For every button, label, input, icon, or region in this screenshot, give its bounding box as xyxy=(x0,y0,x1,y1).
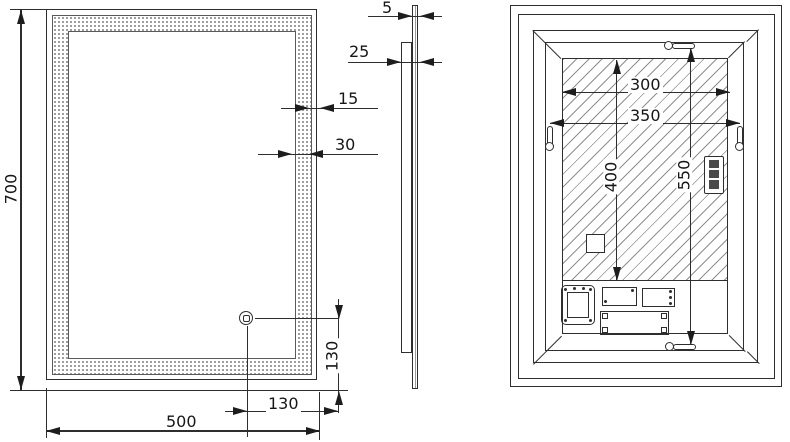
arrowhead xyxy=(613,267,621,281)
screw xyxy=(589,319,592,322)
arrowhead xyxy=(335,391,343,405)
sticker-graphic xyxy=(709,160,719,168)
screw xyxy=(631,289,634,292)
keyhole-hanger-left xyxy=(545,142,554,151)
panel-cutout xyxy=(586,234,605,253)
extension-line xyxy=(46,388,47,438)
sticker-graphic xyxy=(709,180,719,189)
led-driver-1 xyxy=(602,287,637,306)
arrowhead xyxy=(17,376,25,390)
arrowhead xyxy=(306,427,320,435)
arrowhead xyxy=(320,104,334,112)
screw xyxy=(669,296,672,299)
arrowhead xyxy=(562,88,576,96)
arrowhead xyxy=(398,12,412,20)
dim-label-glass-thickness: 5 xyxy=(380,0,395,17)
back-box-profile xyxy=(401,42,412,353)
screw xyxy=(604,300,607,303)
screw xyxy=(582,287,585,290)
dim-label-led-width: 30 xyxy=(333,135,358,154)
junction-box-inner xyxy=(567,292,589,318)
extension-line xyxy=(319,392,320,440)
dim-label-sensor-right: 130 xyxy=(266,394,301,413)
dimension-line-500 xyxy=(46,430,320,432)
mirror-outline xyxy=(46,9,317,380)
arrowhead xyxy=(309,150,323,158)
junction-box xyxy=(561,285,595,325)
keyhole-hanger-right xyxy=(735,142,744,151)
arrowhead xyxy=(613,60,621,74)
extension-line xyxy=(10,390,348,391)
arrowhead xyxy=(46,427,60,435)
back-frame-3 xyxy=(533,30,758,363)
keyhole-hanger-bottom xyxy=(665,342,674,351)
keyhole-hanger-top xyxy=(664,41,673,50)
screw xyxy=(669,290,672,293)
dimension-line-700 xyxy=(20,9,22,391)
sensor-locator-line xyxy=(247,326,248,437)
screw xyxy=(564,319,567,322)
arrowhead xyxy=(687,331,695,345)
screw xyxy=(573,287,576,290)
touch-sensor-inner-square xyxy=(243,315,250,322)
dim-label-hanger-spacing-h: 350 xyxy=(628,106,663,125)
arrowhead xyxy=(278,150,292,158)
dim-label-sensor-bottom: 130 xyxy=(322,338,342,374)
mirror-surface xyxy=(68,31,296,359)
screw xyxy=(589,288,592,291)
arrowhead xyxy=(420,12,434,20)
arrowhead xyxy=(716,88,730,96)
arrowhead xyxy=(295,104,309,112)
driver-mount-tab xyxy=(602,327,608,333)
sensor-locator-line xyxy=(255,318,339,319)
dim-label-led-gap: 15 xyxy=(336,89,361,108)
driver-mount-tab xyxy=(661,313,667,319)
back-frame-outer xyxy=(510,5,782,387)
led-driver-2 xyxy=(642,288,675,307)
led-driver-3 xyxy=(600,311,669,335)
dim-label-height: 700 xyxy=(1,171,21,207)
dim-label-width: 500 xyxy=(164,412,199,431)
arrowhead xyxy=(17,10,25,24)
back-panel-edge xyxy=(562,58,728,334)
sticker-graphic xyxy=(709,170,719,178)
dim-label-hanger-spacing-v: 550 xyxy=(674,157,694,193)
glass-center-line xyxy=(415,6,416,388)
arrowhead xyxy=(335,305,343,319)
back-frame-2 xyxy=(518,14,775,379)
arrowhead xyxy=(726,119,740,127)
driver-mount-tab xyxy=(661,327,667,333)
arrowhead xyxy=(420,58,434,66)
arrowhead xyxy=(687,48,695,62)
dim-label-panel-width: 300 xyxy=(628,75,663,94)
driver-mount-tab xyxy=(602,313,608,319)
dimension-line-550 xyxy=(690,48,691,345)
arrowhead xyxy=(324,407,338,415)
dim-label-panel-height: 400 xyxy=(601,159,621,195)
screw xyxy=(564,288,567,291)
extension-line xyxy=(10,9,47,10)
back-frame-4 xyxy=(545,42,744,351)
arrowhead xyxy=(233,407,247,415)
arrowhead xyxy=(550,119,564,127)
dim-label-depth: 25 xyxy=(347,42,372,61)
screw xyxy=(669,302,672,305)
arrowhead xyxy=(387,58,401,66)
